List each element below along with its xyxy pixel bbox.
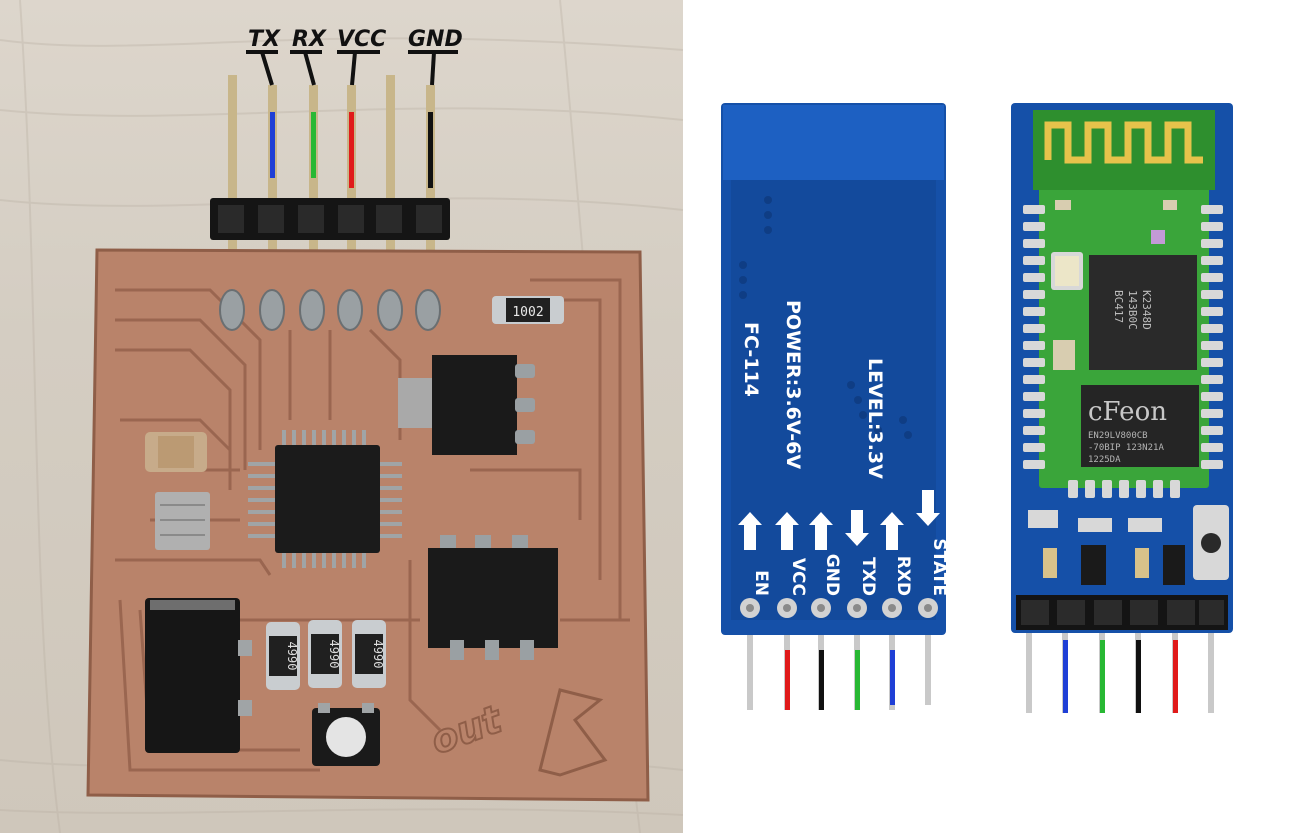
back-txd-wire xyxy=(855,650,860,710)
rgb-led xyxy=(312,703,380,766)
front-black-wire xyxy=(1136,640,1141,713)
carrier-components xyxy=(1028,505,1229,585)
resistors-4990: 4990 4990 4990 xyxy=(266,620,386,690)
svg-text:4990: 4990 xyxy=(327,640,341,669)
vcc-label: VCC xyxy=(337,27,386,52)
voltage-regulator xyxy=(398,355,535,455)
pin-label-gnd: GND xyxy=(822,554,842,596)
front-red-wire xyxy=(1173,640,1178,713)
level-label: LEVEL:3.3V xyxy=(864,358,886,479)
custom-pcb-illustration: TX RX VCC GND xyxy=(0,0,683,833)
bluetooth-module-photo: EN VCC GND TXD RXD STATE FC-114 POWER:3.… xyxy=(683,0,1312,833)
svg-text:EN29LV800CB: EN29LV800CB xyxy=(1088,431,1148,441)
bluetooth-chip: BC417 143B0C K2348D xyxy=(1089,255,1197,370)
pin-label-txd: TXD xyxy=(858,557,878,596)
castellated-pads xyxy=(1023,205,1223,498)
svg-text:K2348D: K2348D xyxy=(1140,290,1153,330)
etched-logo xyxy=(538,688,608,777)
rx-label: RX xyxy=(292,27,327,52)
tx-label: TX xyxy=(248,27,281,52)
svg-text:BC417: BC417 xyxy=(1112,290,1125,323)
module-back-board: EN VCC GND TXD RXD STATE FC-114 POWER:3.… xyxy=(721,103,949,710)
back-vias xyxy=(739,196,912,439)
svg-text:1225DA: 1225DA xyxy=(1088,455,1121,465)
slide-switch xyxy=(145,598,252,753)
pin-label-state: STATE xyxy=(929,538,949,596)
pin-direction-arrows xyxy=(738,490,940,550)
power-label: POWER:3.6V-6V xyxy=(782,300,804,469)
svg-text:cFeon: cFeon xyxy=(1088,397,1167,427)
gnd-label: GND xyxy=(408,27,463,52)
back-rxd-wire xyxy=(890,650,895,705)
smd-capacitor xyxy=(145,432,207,472)
header-solder-pads xyxy=(219,289,441,331)
svg-text:4990: 4990 xyxy=(285,642,299,671)
pin-connector-right xyxy=(428,535,558,660)
vcc-wire-marker xyxy=(349,112,354,188)
module-front-board: BC417 143B0C K2348D cFeon EN29LV800CB -7… xyxy=(1011,103,1233,713)
front-green-wire xyxy=(1100,640,1105,713)
pin-label-en: EN xyxy=(751,570,771,596)
model-label: FC-114 xyxy=(740,322,762,397)
flash-chip: cFeon EN29LV800CB -70BIP 123N21A 1225DA xyxy=(1081,385,1199,467)
pin-label-rxd: RXD xyxy=(893,556,913,596)
pin-label-vcc: VCC xyxy=(788,558,808,596)
svg-text:143B0C: 143B0C xyxy=(1126,290,1139,330)
microcontroller-chip xyxy=(248,430,402,568)
resistor-1002: 1002 xyxy=(492,296,564,324)
label-leaders xyxy=(246,50,458,86)
gnd-wire-marker xyxy=(428,112,433,188)
back-vcc-wire xyxy=(785,650,790,710)
back-gnd-wire xyxy=(819,650,824,710)
front-blue-wire xyxy=(1063,640,1068,713)
svg-text:-70BIP 123N21A: -70BIP 123N21A xyxy=(1088,443,1164,453)
header-block xyxy=(210,198,450,240)
pcb-antenna xyxy=(1044,121,1203,164)
rx-wire-marker xyxy=(311,112,316,178)
svg-text:4990: 4990 xyxy=(371,640,385,669)
custom-pcb-photo: TX RX VCC GND xyxy=(0,0,683,833)
back-pin-holes xyxy=(740,598,938,618)
hc05-module-illustration: EN VCC GND TXD RXD STATE FC-114 POWER:3.… xyxy=(721,103,1233,713)
pcb-traces xyxy=(115,278,630,772)
svg-text:1002: 1002 xyxy=(512,305,543,320)
tx-wire-marker xyxy=(270,112,275,178)
